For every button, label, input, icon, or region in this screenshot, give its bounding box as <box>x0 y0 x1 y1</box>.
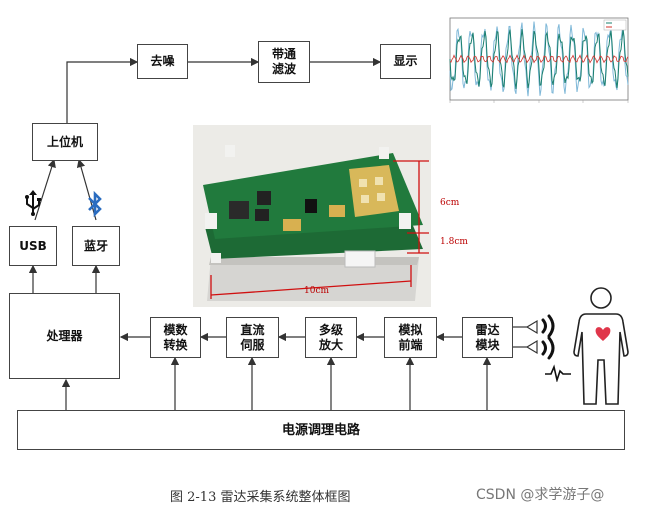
denoise-box: 去噪 <box>137 44 188 79</box>
usb-box: USB <box>9 226 57 266</box>
waveform-plot-thumbnail <box>442 14 632 110</box>
usb-icon <box>25 190 41 216</box>
power-label: 电源调理电路 <box>281 422 360 438</box>
multistage-amp-box: 多级 放大 <box>305 317 357 358</box>
servo-label-line1: 直流 <box>240 322 265 337</box>
display-box: 显示 <box>380 44 431 79</box>
bluetooth-icon <box>88 191 102 217</box>
bluetooth-box: 蓝牙 <box>72 226 120 266</box>
bandpass-filter-box: 带通 滤波 <box>258 41 310 83</box>
adc-box: 模数 转换 <box>150 317 201 358</box>
bluetooth-label: 蓝牙 <box>83 238 108 253</box>
analog-label-line1: 模拟 <box>398 322 423 337</box>
host-label: 上位机 <box>46 134 83 149</box>
amp-label-line1: 多级 <box>318 322 343 337</box>
processor-label: 处理器 <box>46 328 83 343</box>
pcb-photo <box>193 125 431 307</box>
bandpass-label-line2: 滤波 <box>271 62 296 76</box>
amp-label-line2: 放大 <box>318 337 343 352</box>
heart-icon <box>595 327 611 341</box>
waveform-series-2 <box>449 29 629 89</box>
radar-module-box: 雷达 模块 <box>462 317 513 358</box>
waveform-series-3 <box>449 54 629 64</box>
thickness-dimension-label: 1.8cm <box>440 237 468 247</box>
analog-frontend-box: 模拟 前端 <box>384 317 437 358</box>
power-conditioning-box: 电源调理电路 <box>17 410 625 450</box>
processor-box: 处理器 <box>9 293 120 379</box>
servo-label-line2: 伺服 <box>240 337 265 352</box>
bandpass-label-line1: 带通 <box>271 47 296 61</box>
analog-label-line2: 前端 <box>398 337 423 352</box>
figure-caption: 图 2-13 雷达采集系统整体框图 <box>170 490 351 505</box>
length-dimension-label: 10cm <box>304 286 330 296</box>
denoise-label: 去噪 <box>150 54 175 68</box>
heartbeat-wave-icon <box>545 364 571 382</box>
usb-label: USB <box>19 238 47 253</box>
display-label: 显示 <box>393 54 418 68</box>
height-dimension-label: 6cm <box>440 198 460 208</box>
radar-label-line2: 模块 <box>475 337 500 352</box>
adc-label-line2: 转换 <box>163 337 188 352</box>
host-computer-box: 上位机 <box>32 123 98 161</box>
adc-label-line1: 模数 <box>163 322 188 337</box>
radar-label-line1: 雷达 <box>475 322 500 337</box>
human-figure-icon <box>573 287 629 405</box>
radar-wave-icon <box>541 314 555 360</box>
dc-servo-box: 直流 伺服 <box>226 317 279 358</box>
csdn-watermark: CSDN @求学游子@ <box>476 487 605 503</box>
